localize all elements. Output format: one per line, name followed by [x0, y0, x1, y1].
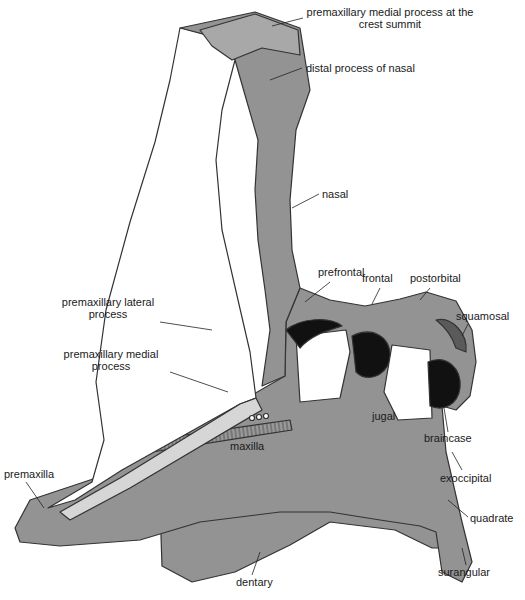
part-label: premaxillary medial process at the crest… [305, 6, 475, 30]
part-label: surangular [438, 566, 508, 578]
part-label: squamosal [456, 310, 522, 322]
part-label: premaxilla [4, 468, 74, 480]
part-label: maxilla [230, 440, 280, 452]
part-label: frontal [362, 272, 412, 284]
part-label: quadrate [470, 512, 522, 524]
part-label: exoccipital [440, 472, 510, 484]
part-label: nasal [322, 188, 382, 200]
part-label: premaxillary lateral process [58, 296, 158, 320]
part-label: premaxillary medial process [52, 348, 170, 372]
part-label: postorbital [410, 272, 480, 284]
part-label: braincase [424, 432, 488, 444]
part-label: jugal [372, 410, 412, 422]
part-label: distal process of nasal [306, 62, 456, 74]
part-label: dentary [236, 576, 288, 588]
